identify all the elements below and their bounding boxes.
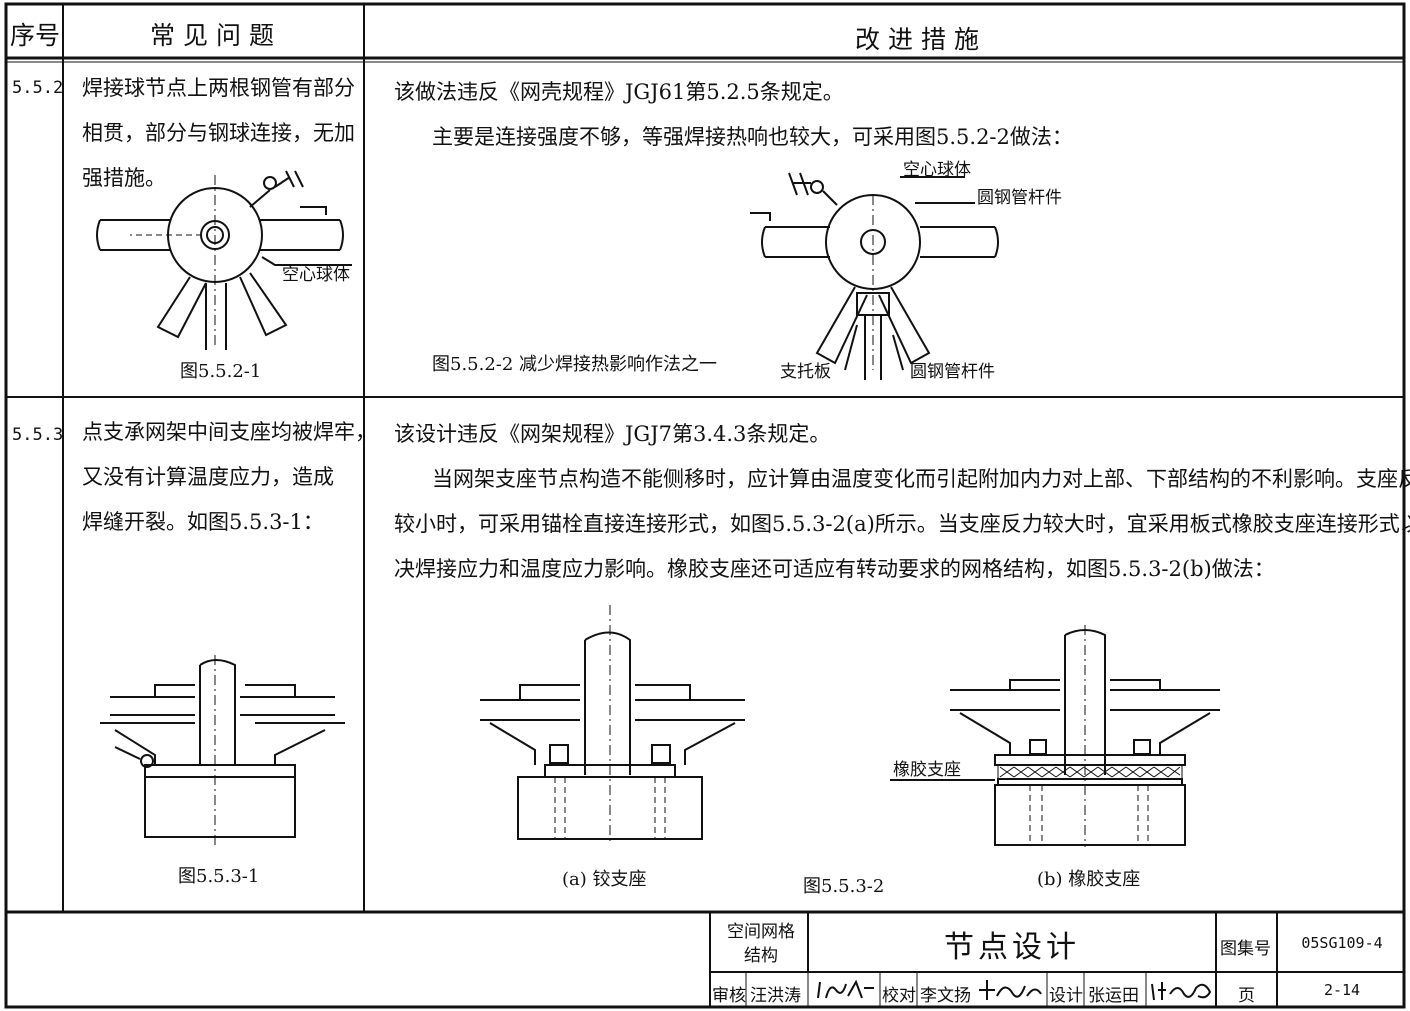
figure-5-5-2-2: 空心球体 圆钢管杆件 支托板 圆钢管杆件 [750,160,1062,382]
design-label: 设计 [1049,986,1083,1006]
figure-label-round-pipe-2: 圆钢管杆件 [910,362,995,382]
figure-caption-5-5-3-2: 图5.5.3-2 [803,876,885,897]
figure-caption-5-5-2-2: 图5.5.2-2 减少焊接热影响作法之一 [432,354,718,375]
header-problem: 常见问题 [150,21,283,50]
page-number: 2-14 [1323,981,1361,999]
figure-label-round-pipe: 圆钢管杆件 [977,188,1062,208]
row-number: 5.5.3 [12,425,64,445]
figure-label-rubber-bearing: 橡胶支座 [893,760,961,780]
figure-5-5-2-1: 空心球体 [96,170,352,350]
checker-signature [979,980,1042,1000]
header-no: 序号 [10,21,61,50]
figure-label-hollow-ball-2: 空心球体 [903,160,971,180]
header-measure: 改进措施 [855,25,988,54]
figure-label-support-plate: 支托板 [780,362,831,382]
checker-name: 李文扬 [920,986,971,1006]
figure-5-5-3-2b: 橡胶支座 [890,625,1220,847]
page-label: 页 [1238,986,1255,1006]
measure-text-line2: 主要是连接强度不够，等强焊接热响也较大，可采用图5.5.2-2做法： [432,125,1073,149]
measure-text-paragraph: 该设计违反《网架规程》JGJ7第3.4.3条规定。 当网架支座节点构造不能侧移时… [394,422,1410,581]
problem-text: 焊接球节点上两根钢管有部分 相贯，部分与钢球连接，无加 强措施。 [82,76,355,190]
title-block-category: 空间网格 结构 [727,922,795,966]
atlas-number: 05SG109-4 [1301,934,1383,952]
figure-5-5-3-2a [480,605,745,845]
figure-caption-a: (a) 铰支座 [562,869,647,890]
reviewer-name: 汪洪涛 [750,986,801,1006]
designer-name: 张运田 [1088,986,1139,1006]
designer-signature [1151,982,1212,1001]
check-label: 校对 [882,986,916,1006]
review-label: 审核 [712,986,746,1006]
figure-caption: 图5.5.3-1 [178,866,260,887]
row-number: 5.5.2 [12,78,64,98]
figure-caption-b: (b) 橡胶支座 [1037,869,1141,890]
measure-text-line1: 该做法违反《网壳规程》JGJ61第5.2.5条规定。 [394,80,844,104]
figure-label-hollow-ball: 空心球体 [282,265,350,285]
reviewer-signature [817,979,874,999]
problem-text: 点支承网架中间支座均被焊牢， 又没有计算温度应力，造成 焊缝开裂。如图5.5.3… [82,420,376,534]
drawing-title: 节点设计 [944,930,1080,965]
figure-5-5-3-1 [100,655,345,845]
atlas-label: 图集号 [1220,939,1271,959]
figure-caption: 图5.5.2-1 [180,361,262,382]
